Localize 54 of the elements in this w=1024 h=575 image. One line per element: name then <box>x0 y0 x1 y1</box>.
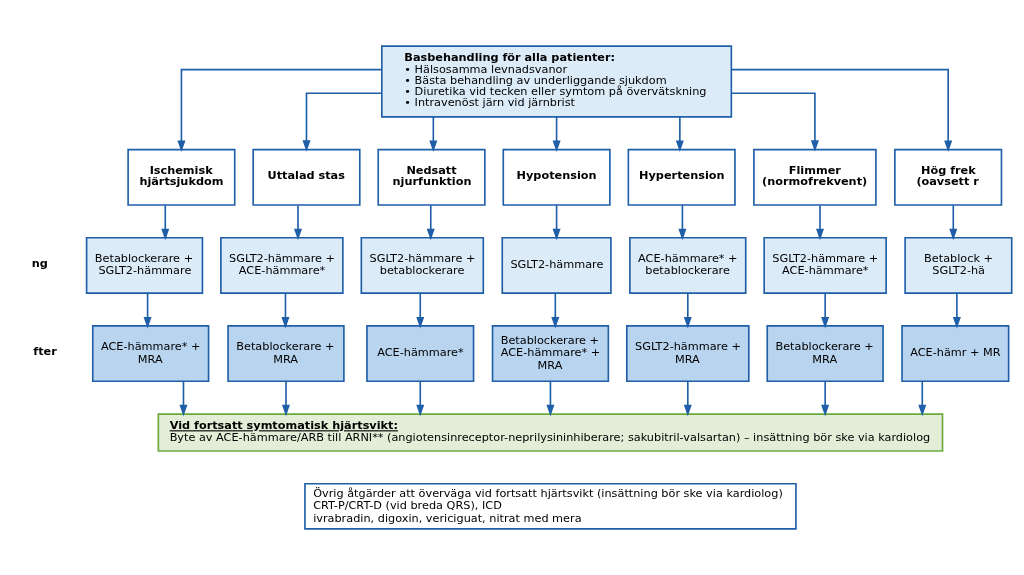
node-box: Uttalad stas <box>252 148 361 206</box>
node-box: SGLT2-hämmare + ACE-hämmare* <box>763 236 887 294</box>
node-box: Hög frek (oavsett r <box>894 148 1003 206</box>
arrow <box>281 380 290 417</box>
arrow <box>177 68 383 153</box>
arrow <box>730 92 819 152</box>
arrow <box>416 380 425 417</box>
label: fter <box>33 345 57 359</box>
arrow <box>416 292 425 329</box>
arrow <box>143 292 152 329</box>
node-box: Hypotension <box>502 148 611 206</box>
arrow <box>552 116 561 152</box>
node-box: Övrig åtgärder att överväga vid fortsatt hjärtsvikt (insättning bör ske via kardiolog) CRT-P/CRT-D (vid breda QRS), ICD ivrabradin, digoxin, vericiguat, nitrat med mera <box>304 483 797 530</box>
node-box: SGLT2-hämmare + ACE-hämmare* <box>220 236 344 294</box>
node-box: ACE-hämr + MR <box>901 325 1010 383</box>
arrow <box>730 68 953 153</box>
arrow <box>426 204 435 241</box>
node-box: Ischemisk hjärtsjukdom <box>127 148 236 206</box>
node-box: Betablockerare + MRA <box>227 325 345 383</box>
arrow <box>161 204 170 241</box>
arrow <box>546 380 555 417</box>
arrow <box>683 380 692 417</box>
node-box: Hypertension <box>627 148 736 206</box>
node-box: Betablock + SGLT2-hä <box>904 236 1013 294</box>
arrow <box>281 292 290 329</box>
node-box: SGLT2-hämmare + MRA <box>626 325 750 383</box>
arrow <box>302 92 383 152</box>
node-box: Nedsatt njurfunktion <box>377 148 486 206</box>
arrow <box>816 204 825 241</box>
arrow <box>294 204 303 241</box>
arrow <box>949 204 958 241</box>
arrow <box>551 292 560 329</box>
node-box: ACE-hämmare* <box>366 325 475 383</box>
node-box: Betablockerare + MRA <box>766 325 884 383</box>
arrow <box>821 292 830 329</box>
label: ng <box>31 257 48 271</box>
arrow <box>179 380 188 417</box>
node-box: Betablockerare + SGLT2-hämmare <box>85 236 204 294</box>
node-box: Vid fortsatt symtomatisk hjärtsvikt: Byte av ACE-hämmare/ARB till ARNI** (angiotensinreceptor-neprilysininhiberare; sakubitril-valsartan) – insättning bör ske via kardiolog <box>157 413 944 452</box>
node-box: ACE-hämmare* + betablockerare <box>629 236 747 294</box>
arrow <box>552 204 561 241</box>
arrow <box>675 116 684 152</box>
arrow <box>918 380 927 417</box>
node-box: SGLT2-hämmare <box>501 236 612 294</box>
node-box: Betablockerare + ACE-hämmare* + MRA <box>491 325 610 383</box>
node-box: ACE-hämmare* + MRA <box>91 325 210 383</box>
arrow <box>952 292 961 329</box>
arrow <box>678 204 687 241</box>
node-box: Flimmer (normofrekvent) <box>753 148 877 206</box>
node-box: SGLT2-hämmare + betablockerare <box>360 236 485 294</box>
arrow <box>821 380 830 417</box>
node-box: Basbehandling för alla patienter: • Hälsosamma levnadsvanor • Bästa behandling av underliggande sjukdom • Diuretika vid tecken eller symtom på övervätskning • Intravenöst järn vid järnbrist <box>381 45 733 118</box>
arrow <box>429 116 438 152</box>
arrow <box>683 292 692 329</box>
